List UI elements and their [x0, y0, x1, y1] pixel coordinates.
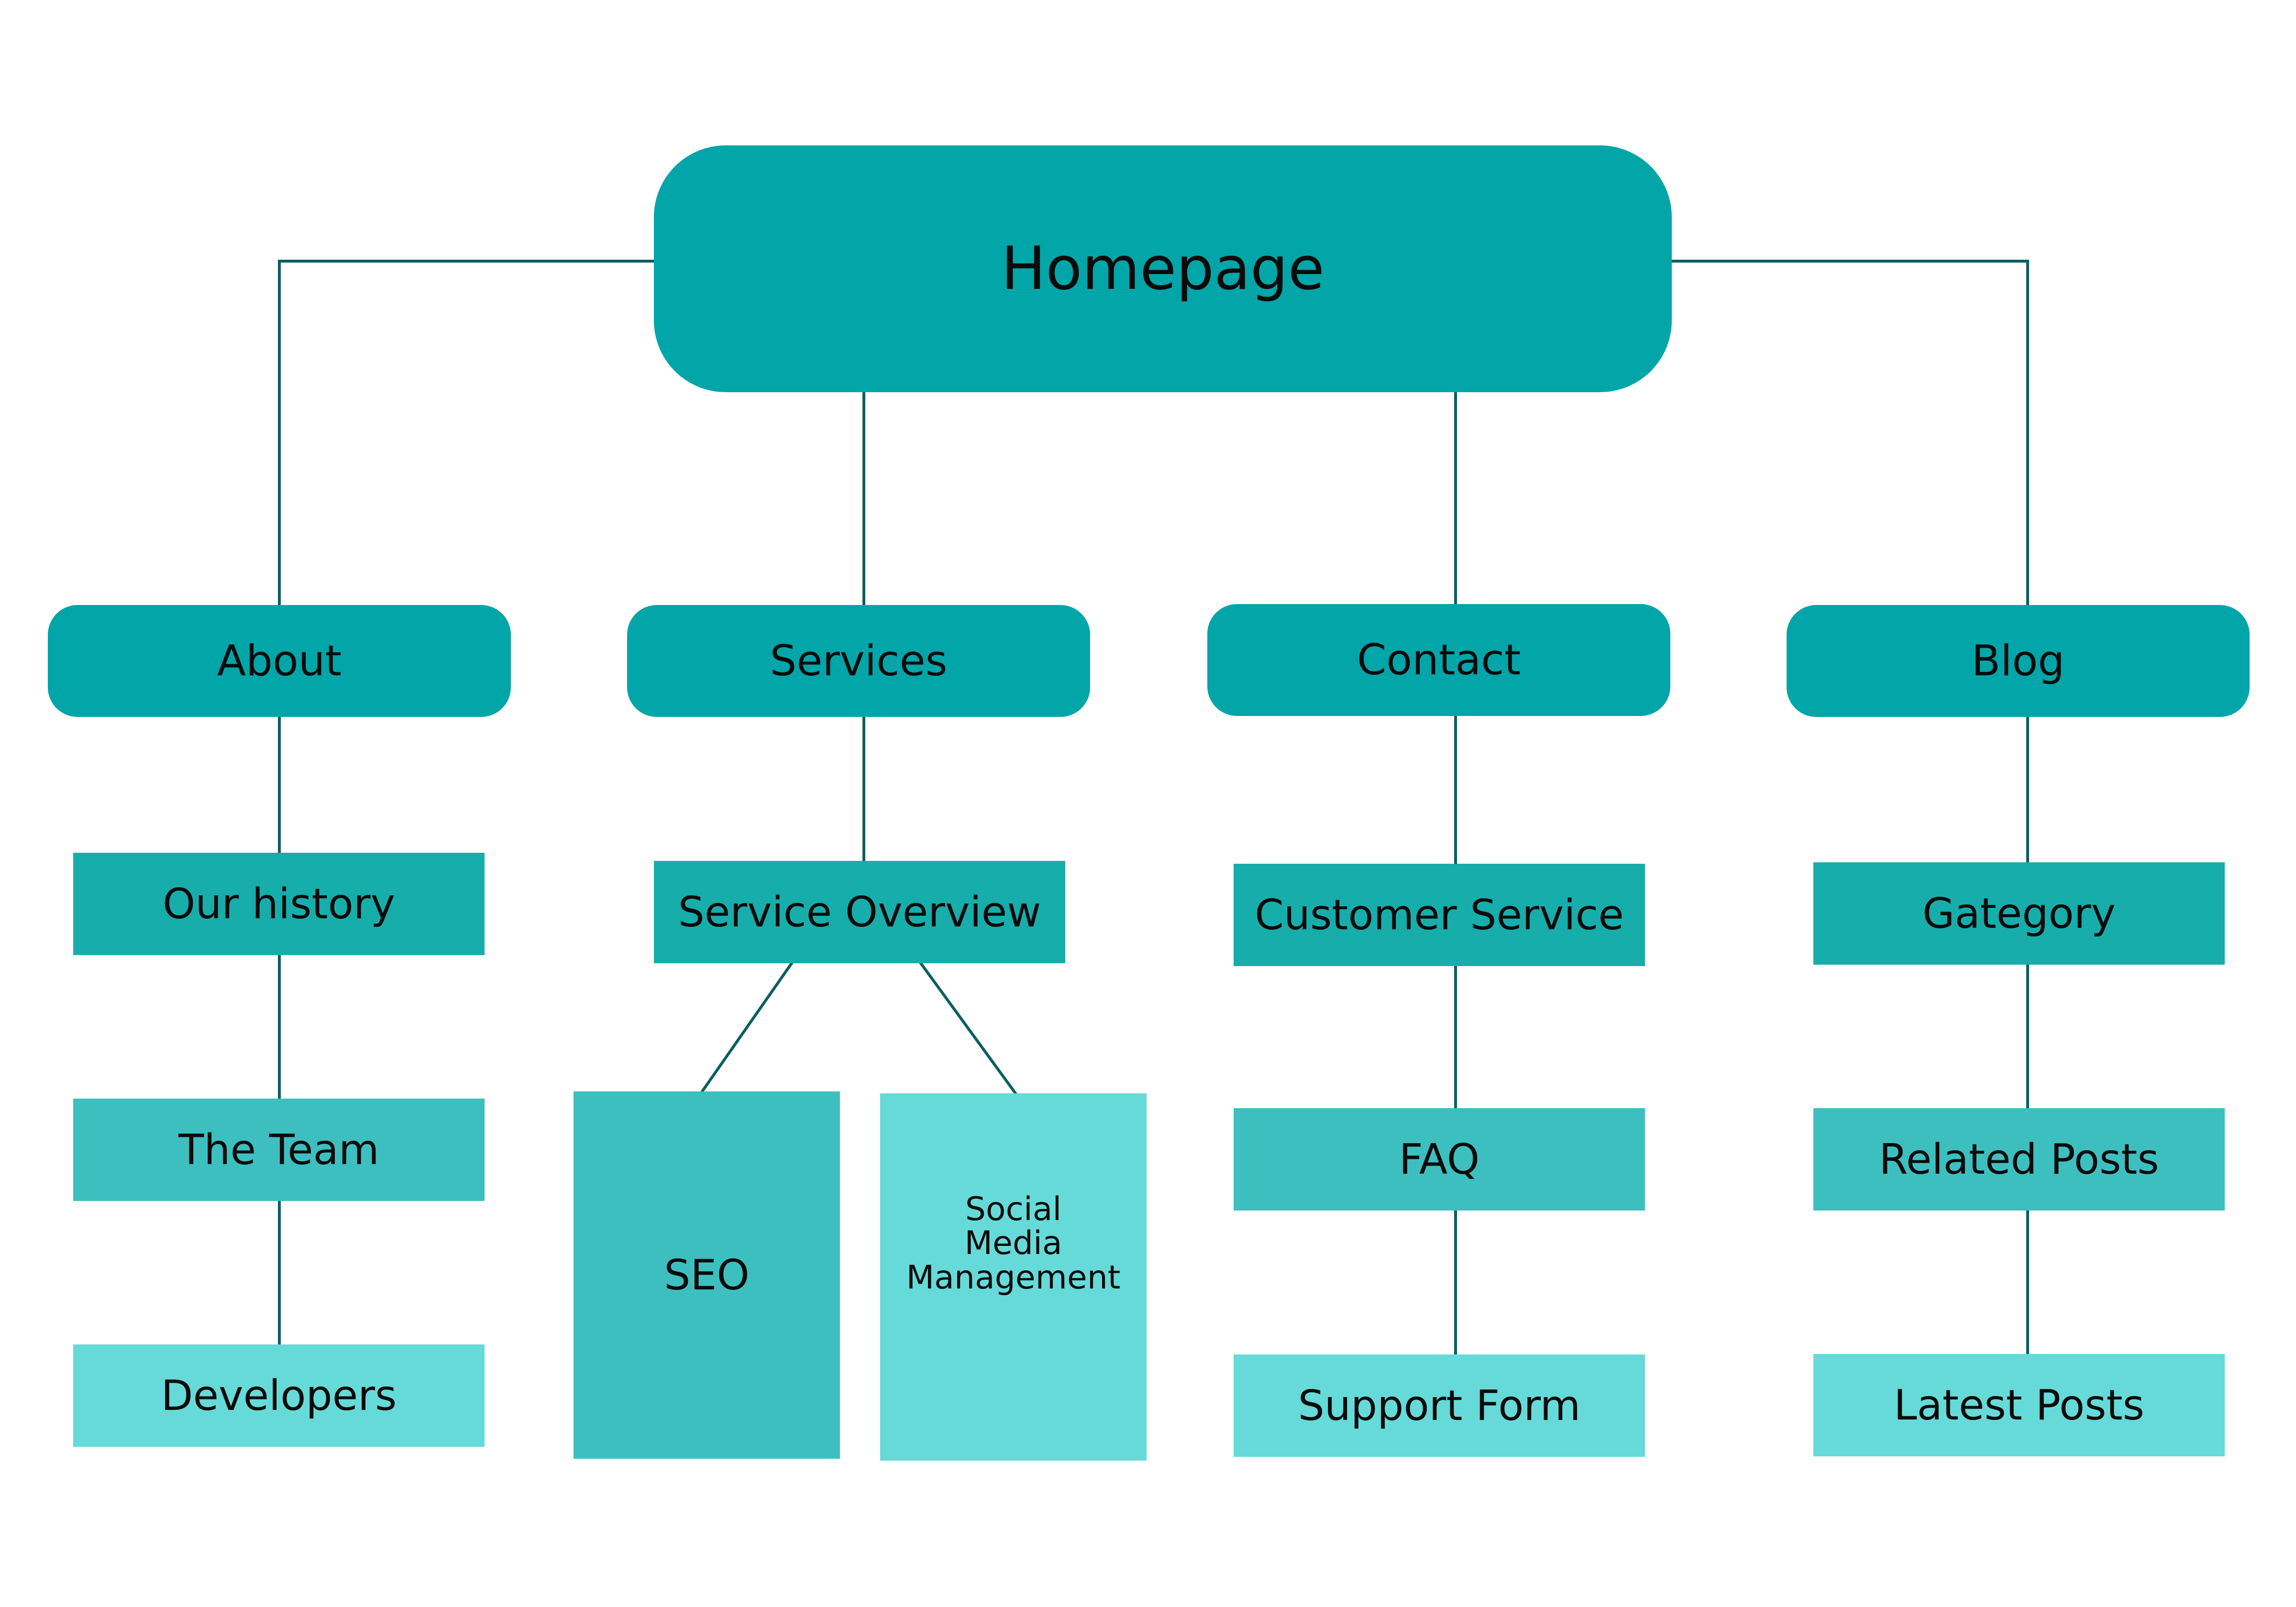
- developers-node: Developers: [73, 1344, 485, 1447]
- social-line-3: Management: [906, 1258, 1121, 1297]
- social-media-management-label: Social Media Management: [906, 1192, 1121, 1295]
- homepage-node: Homepage: [654, 145, 1672, 392]
- connector-homepage-blog: [1670, 260, 2029, 606]
- about-node: About: [48, 605, 511, 717]
- social-media-management-node: Social Media Management: [880, 1093, 1147, 1461]
- seo-node: SEO: [574, 1091, 840, 1459]
- services-node: Services: [627, 605, 1090, 717]
- customer-service-node: Customer Service: [1234, 864, 1645, 966]
- support-form-node: Support Form: [1234, 1354, 1645, 1457]
- category-node: Gategory: [1813, 862, 2225, 965]
- faq-node: FAQ: [1234, 1108, 1645, 1211]
- our-history-node: Our history: [73, 853, 485, 955]
- social-line-1: Social: [965, 1190, 1062, 1228]
- contact-node: Contact: [1207, 604, 1670, 716]
- social-line-2: Media: [964, 1224, 1062, 1263]
- service-overview-node: Service Overview: [654, 861, 1065, 963]
- connector-overview-seo: [700, 961, 794, 1094]
- the-team-node: The Team: [73, 1099, 485, 1201]
- connector-homepage-about: [278, 260, 655, 606]
- latest-posts-node: Latest Posts: [1813, 1354, 2225, 1456]
- blog-node: Blog: [1787, 605, 2250, 717]
- related-posts-node: Related Posts: [1813, 1108, 2225, 1211]
- connector-overview-social: [918, 961, 1018, 1096]
